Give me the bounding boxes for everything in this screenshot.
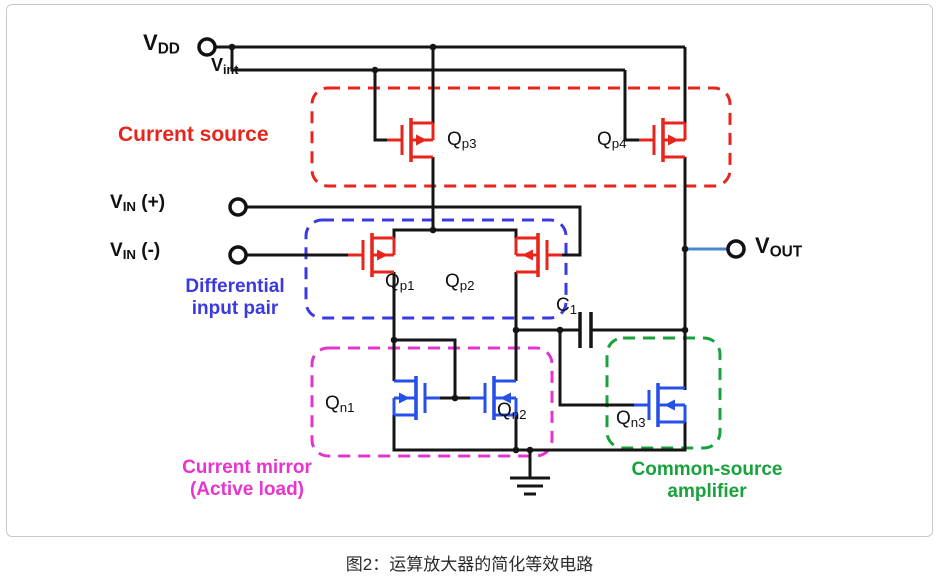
transistor-qn2	[470, 376, 518, 420]
qn2-label: Qn2	[497, 400, 527, 422]
vdd-terminal	[197, 37, 217, 57]
qp4-label: Qp4	[597, 129, 627, 151]
vin-minus-label: VIN (-)	[110, 240, 161, 262]
circuit-diagram	[197, 37, 746, 496]
transistor-qp1	[348, 233, 396, 277]
transistor-qp3	[387, 118, 435, 162]
c1-label: C1	[556, 295, 578, 317]
vout-label: VOUT	[755, 233, 803, 261]
current-mirror-box	[310, 346, 554, 458]
vin-plus-label: VIN (+)	[110, 192, 166, 214]
ground-symbol	[510, 450, 550, 496]
vin-plus-terminal	[228, 197, 248, 217]
current-source-box	[310, 86, 732, 188]
junction-dots	[228, 43, 689, 454]
current-mirror-label: Current mirror (Active load)	[182, 457, 312, 501]
transistor-qn1	[392, 376, 440, 420]
differential-pair-label: Differential input pair	[185, 276, 285, 320]
vin-minus-terminal	[228, 245, 248, 265]
capacitor-c1	[578, 312, 593, 348]
current-source-label: Current source	[118, 123, 269, 146]
common-source-label: Common-source amplifier	[631, 459, 783, 503]
vdd-label: VDD	[143, 30, 180, 58]
common-source-box	[605, 336, 722, 450]
circuit-wires	[215, 45, 687, 452]
figure-panel	[6, 4, 933, 537]
qp1-label: Qp1	[385, 271, 415, 293]
qp2-label: Qp2	[445, 271, 475, 293]
vout-terminal	[726, 239, 746, 259]
qn3-label: Qn3	[616, 408, 646, 430]
transistor-qp4	[639, 118, 687, 162]
qp3-label: Qp3	[447, 129, 477, 151]
figure-caption: 图2：运算放大器的简化等效电路	[345, 555, 594, 574]
qn1-label: Qn1	[325, 393, 355, 415]
vint-label: Vint	[211, 55, 239, 77]
differential-pair-box	[304, 218, 568, 320]
transistor-qn3	[634, 383, 687, 427]
transistor-qp2	[514, 233, 562, 277]
transistor-layer	[348, 118, 687, 427]
